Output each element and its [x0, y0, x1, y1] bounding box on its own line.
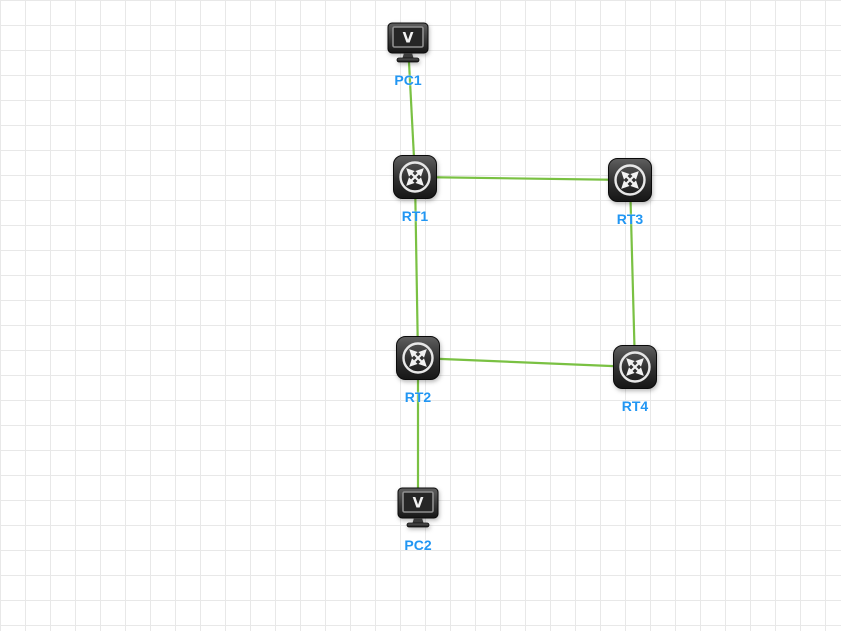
node-rt2[interactable]: RT2 [395, 335, 441, 405]
router-crossed-arrows-icon [393, 155, 437, 199]
node-rt4[interactable]: RT4 [612, 344, 658, 414]
link-rt3-rt4[interactable] [628, 179, 637, 368]
link-rt1-rt2[interactable] [413, 176, 420, 359]
pc-monitor-icon: V [397, 487, 439, 528]
router-crossed-arrows-icon [608, 158, 652, 202]
link-rt2-rt4[interactable] [417, 356, 636, 369]
node-label-rt1[interactable]: RT1 [401, 208, 429, 224]
node-pc2[interactable]: V PC2 [395, 487, 441, 553]
router-crossed-arrows-icon [613, 345, 657, 389]
node-pc1[interactable]: V PC1 [385, 22, 431, 88]
pc-monitor-icon: V [387, 22, 429, 63]
node-rt1[interactable]: RT1 [392, 154, 438, 224]
node-label-rt2[interactable]: RT2 [404, 389, 432, 405]
node-label-pc2[interactable]: PC2 [404, 537, 432, 553]
link-rt1-rt3[interactable] [414, 175, 631, 182]
node-label-rt4[interactable]: RT4 [621, 398, 649, 414]
pc-screen-glyph: V [413, 496, 424, 512]
link-pc1-rt1[interactable] [406, 42, 417, 178]
node-label-rt3[interactable]: RT3 [616, 211, 644, 227]
pc-screen-glyph: V [403, 31, 414, 47]
router-crossed-arrows-icon [396, 336, 440, 380]
node-rt3[interactable]: RT3 [607, 157, 653, 227]
node-label-pc1[interactable]: PC1 [394, 72, 422, 88]
